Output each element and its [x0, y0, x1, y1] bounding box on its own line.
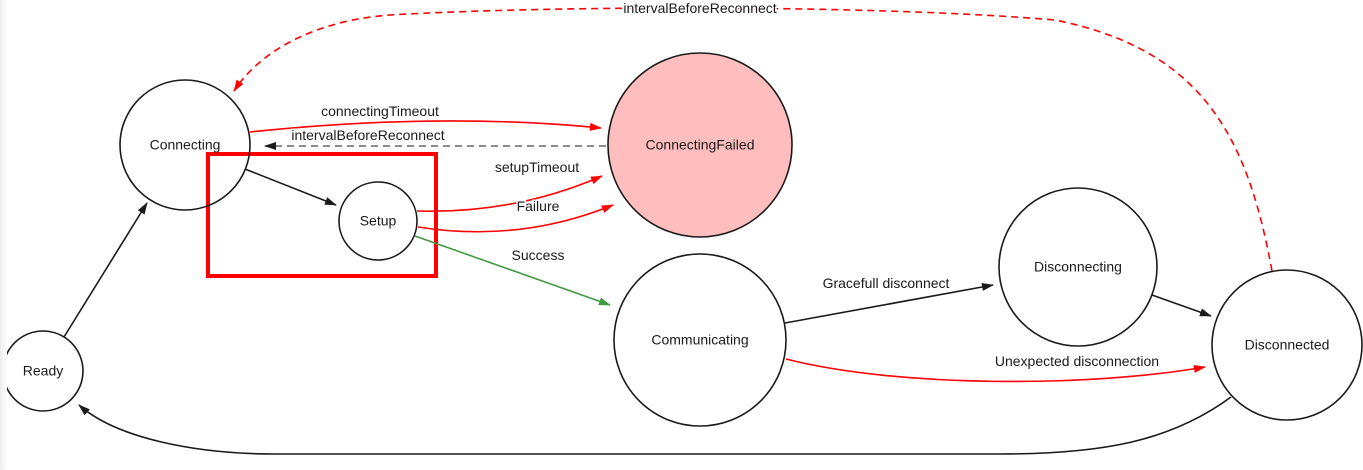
transition-connecting-setup[interactable] — [244, 168, 337, 206]
transition-label-communicating-disconnecting: Gracefull disconnect — [823, 275, 950, 291]
transition-label-connecting-connectingfailed: connectingTimeout — [321, 103, 439, 119]
transition-disconnected-ready[interactable] — [78, 396, 1232, 455]
transition-disconnected-connecting[interactable] — [233, 7, 1273, 272]
transition-setup-connectingfailed-failure[interactable] — [417, 204, 614, 233]
transition-label-setup-connectingfailed-timeout: setupTimeout — [495, 159, 579, 175]
transition-label-setup-communicating: Success — [512, 247, 565, 263]
transition-label-connectingfailed-connecting: intervalBeforeReconnect — [291, 127, 444, 143]
transition-ready-connecting[interactable] — [63, 202, 148, 338]
setup-group-box[interactable] — [206, 152, 438, 278]
state-setup[interactable] — [338, 181, 418, 261]
state-disconnecting[interactable] — [998, 187, 1158, 347]
state-connecting[interactable] — [119, 79, 251, 211]
state-disconnected[interactable] — [1211, 269, 1363, 421]
transition-label-communicating-disconnected: Unexpected disconnection — [995, 353, 1159, 369]
transition-communicating-disconnected[interactable] — [785, 358, 1206, 383]
state-label-ready: Ready — [23, 363, 63, 379]
state-label-setup: Setup — [360, 213, 397, 229]
transition-label-setup-connectingfailed-failure: Failure — [517, 198, 560, 214]
state-label-connecting_failed: ConnectingFailed — [646, 137, 755, 153]
transition-communicating-disconnecting[interactable] — [784, 283, 994, 324]
transition-setup-communicating[interactable] — [414, 235, 611, 306]
state-connecting_failed[interactable] — [607, 52, 793, 238]
transition-setup-connectingfailed-timeout[interactable] — [416, 175, 603, 213]
transition-connecting-connectingfailed[interactable] — [249, 120, 602, 133]
state-label-communicating: Communicating — [651, 332, 748, 348]
state-label-disconnecting: Disconnecting — [1034, 259, 1122, 275]
transition-label-disconnected-connecting: intervalBeforeReconnect — [623, 0, 776, 16]
transition-disconnecting-disconnected[interactable] — [1151, 294, 1212, 317]
canvas-left-edge — [0, 0, 7, 470]
state-label-connecting: Connecting — [150, 137, 221, 153]
state-label-disconnected: Disconnected — [1245, 337, 1330, 353]
state-communicating[interactable] — [613, 253, 787, 427]
